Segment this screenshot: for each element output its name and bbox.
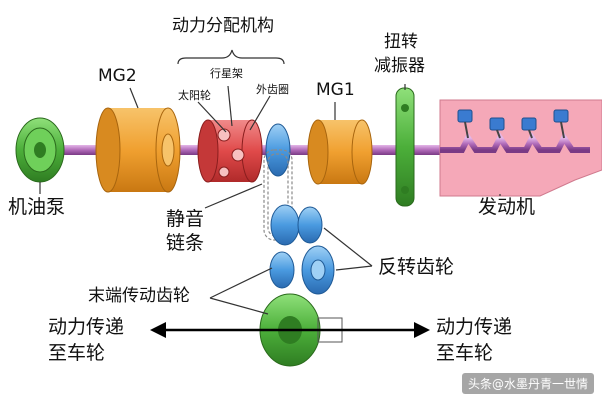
label-torsional-damper-2: 减振器 [374, 56, 425, 76]
output-arrow [150, 322, 430, 338]
leader-lines [39, 49, 501, 315]
label-power-left-2: 至车轮 [48, 342, 106, 364]
label-mg2: MG2 [98, 66, 137, 86]
counter-gear-upper [270, 204, 323, 246]
label-final-drive-gear: 末端传动齿轮 [88, 286, 190, 306]
counter-gear-lower [269, 245, 335, 295]
power-split-device [197, 119, 263, 183]
label-sun-gear: 太阳轮 [178, 89, 211, 102]
label-silent-chain-2: 链条 [166, 232, 205, 254]
label-power-right-1: 动力传递 [436, 316, 513, 338]
label-oil-pump: 机油泵 [8, 196, 66, 218]
torsional-damper [395, 87, 415, 207]
mg1-motor [307, 119, 373, 185]
label-power-left-1: 动力传递 [48, 316, 125, 338]
label-counter-gear: 反转齿轮 [378, 256, 455, 278]
label-power-split-device: 动力分配机构 [172, 16, 274, 36]
label-planet-carrier: 行星架 [210, 67, 243, 80]
label-mg1: MG1 [316, 80, 355, 100]
watermark: 头条@水墨丹青一世情 [461, 373, 594, 394]
engine [439, 99, 602, 197]
label-silent-chain-1: 静音 [166, 208, 205, 230]
chain-sprocket [265, 123, 291, 177]
oil-pump [15, 117, 65, 183]
label-ring-gear: 外齿圈 [256, 83, 289, 96]
label-engine: 发动机 [478, 196, 536, 218]
mg2-motor [95, 107, 181, 193]
label-power-right-2: 至车轮 [436, 342, 494, 364]
label-torsional-damper-1: 扭转 [384, 32, 418, 52]
